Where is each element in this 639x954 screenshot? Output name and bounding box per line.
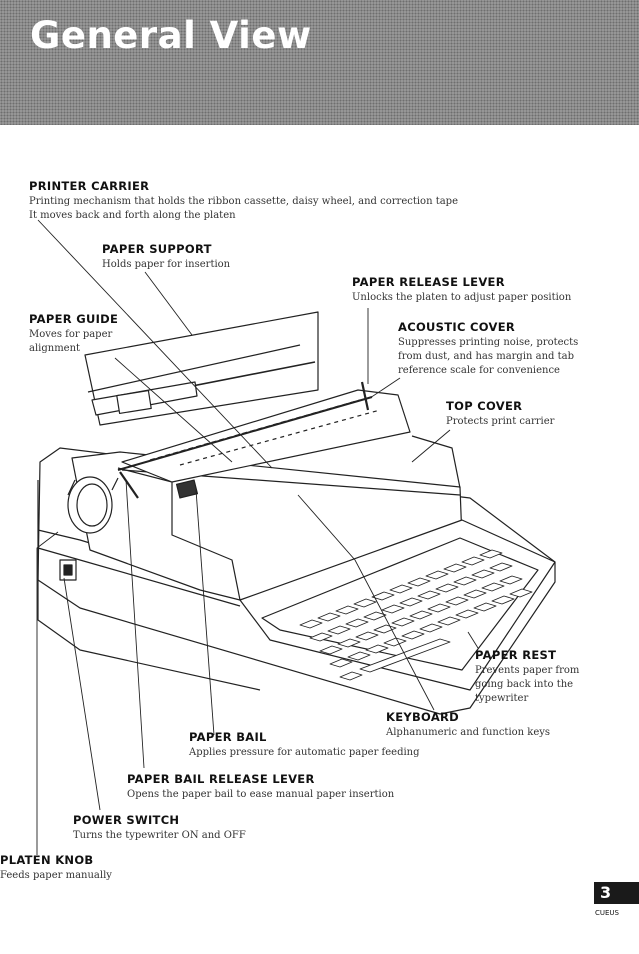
page-number: 3 [600,883,612,902]
callout-paper-rest: PAPER REST Prevents paper from going bac… [475,648,579,706]
header-band: General View [0,0,639,125]
callout-top-cover: TOP COVER Protects print carrier [446,399,554,429]
callout-paper-bail-release-lever: PAPER BAIL RELEASE LEVER Opens the paper… [127,772,394,802]
callout-desc: Opens the paper bail to ease manual pape… [127,789,395,800]
callout-title: PLATEN KNOB [0,853,94,867]
callout-desc: Prevents paper from going back into the … [475,665,580,704]
callout-desc: Protects print carrier [446,416,555,427]
callout-title: PAPER REST [475,648,557,662]
callout-title: PAPER GUIDE [29,312,119,326]
callout-desc: Unlocks the platen to adjust paper posit… [352,292,572,303]
callout-title: ACOUSTIC COVER [398,320,516,334]
page-number-tab: 3 [594,882,639,904]
callout-printer-carrier: PRINTER CARRIER Printing mechanism that … [29,179,458,223]
callout-desc: Alphanumeric and function keys [386,727,551,738]
callout-acoustic-cover: ACOUSTIC COVER Suppresses printing noise… [398,320,578,378]
callout-keyboard: KEYBOARD Alphanumeric and function keys [386,710,550,740]
callout-title: TOP COVER [446,399,523,413]
callout-desc: Holds paper for insertion [102,259,231,270]
callout-title: PAPER SUPPORT [102,242,212,256]
callout-paper-support: PAPER SUPPORT Holds paper for insertion [102,242,230,272]
callout-platen-knob: PLATEN KNOB Feeds paper manually [0,853,112,883]
callout-paper-guide: PAPER GUIDE Moves for paper alignment [29,312,118,356]
callout-desc: Printing mechanism that holds the ribbon… [29,196,458,221]
callout-power-switch: POWER SWITCH Turns the typewriter ON and… [73,813,246,843]
callout-paper-release-lever: PAPER RELEASE LEVER Unlocks the platen t… [352,275,571,305]
callout-desc: Feeds paper manually [0,870,112,881]
page-title: General View [30,14,312,57]
callout-desc: Turns the typewriter ON and OFF [73,830,246,841]
callout-title: KEYBOARD [386,710,460,724]
callout-desc: Moves for paper alignment [29,329,113,354]
callout-title: PRINTER CARRIER [29,179,150,193]
callout-desc: Suppresses printing noise, protects from… [398,337,579,376]
callout-title: POWER SWITCH [73,813,180,827]
callout-title: PAPER BAIL [189,730,267,744]
callout-desc: Applies pressure for automatic paper fee… [189,747,420,758]
footer-code: CUEUS [595,909,620,917]
callout-title: PAPER RELEASE LEVER [352,275,505,289]
callout-title: PAPER BAIL RELEASE LEVER [127,772,315,786]
callout-paper-bail: PAPER BAIL Applies pressure for automati… [189,730,420,760]
